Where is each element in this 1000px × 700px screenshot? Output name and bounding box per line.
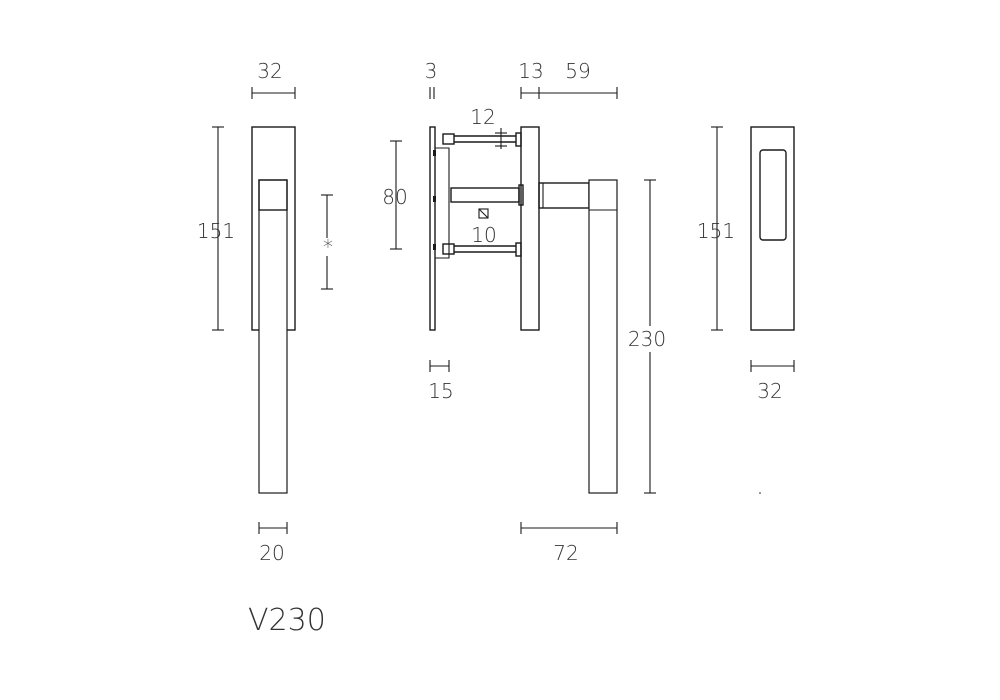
back-view bbox=[750, 126, 795, 494]
dim-neck-offset: 13 59 bbox=[518, 59, 618, 99]
back-recess bbox=[759, 149, 787, 241]
dim-left-height-label: 151 bbox=[197, 219, 235, 243]
dim-right-height-label: 151 bbox=[697, 219, 735, 243]
dim-left-width: 32 bbox=[251, 59, 296, 99]
dim-spindle-label: 10 bbox=[471, 223, 496, 247]
dim-right-width-label: 32 bbox=[757, 379, 782, 403]
side-rose-plate bbox=[520, 126, 540, 331]
dim-spindle: 10 bbox=[471, 208, 497, 247]
side-spindle bbox=[450, 187, 520, 203]
dim-star: * bbox=[321, 194, 333, 290]
dim-right-height: 151 bbox=[697, 126, 735, 331]
dim-screw: 12 bbox=[470, 105, 507, 149]
dim-rose-thickness-label: 3 bbox=[425, 59, 438, 83]
dim-left-bottom-label: 20 bbox=[259, 541, 284, 565]
side-view bbox=[429, 126, 618, 494]
side-lever-shaft bbox=[588, 179, 618, 494]
dim-left-width-label: 32 bbox=[257, 59, 282, 83]
dim-rose-thickness: 3 bbox=[425, 59, 438, 99]
dim-projection: 72 bbox=[520, 522, 618, 565]
model-label: V230 bbox=[248, 603, 326, 638]
dim-right-width: 32 bbox=[750, 360, 795, 403]
back-rose-plate bbox=[750, 126, 795, 331]
dim-handle-length: 230 bbox=[628, 179, 666, 494]
side-thin-rose bbox=[429, 126, 436, 331]
side-lever-neck bbox=[538, 182, 590, 209]
front-lever-shaft bbox=[258, 179, 288, 494]
dim-projection-label: 72 bbox=[553, 541, 578, 565]
dim-left-bottom: 20 bbox=[258, 522, 288, 565]
dim-left-height: 151 bbox=[197, 126, 235, 331]
dim-rose-spacing-label: 80 bbox=[382, 185, 407, 209]
dim-handle-length-label: 230 bbox=[628, 327, 666, 351]
front-view bbox=[251, 126, 296, 494]
dim-neck-label: 13 bbox=[518, 59, 543, 83]
dim-star-label: * bbox=[323, 235, 333, 259]
dim-base-depth: 15 bbox=[428, 360, 454, 403]
dim-lever-offset-label: 59 bbox=[565, 59, 590, 83]
dim-base-depth-label: 15 bbox=[428, 379, 453, 403]
dim-rose-spacing: 80 bbox=[382, 140, 408, 250]
dim-screw-label: 12 bbox=[470, 105, 495, 129]
